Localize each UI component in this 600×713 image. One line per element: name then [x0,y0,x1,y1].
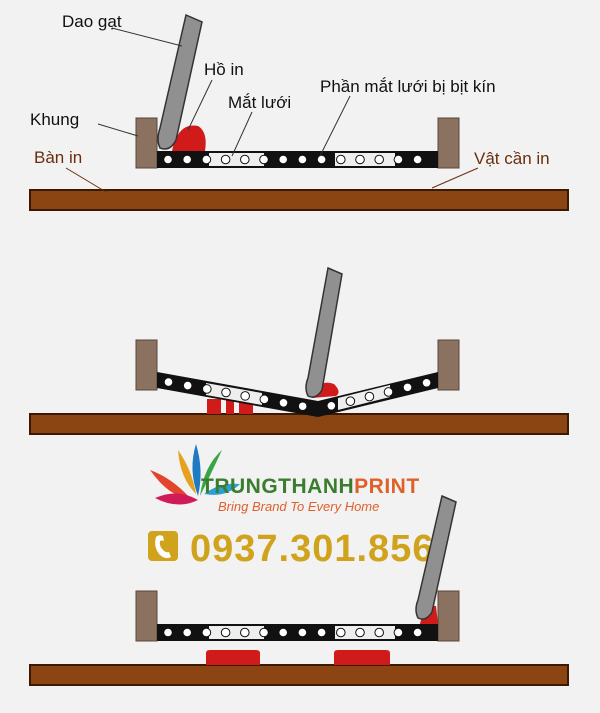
mesh-hole [402,382,413,393]
mesh-hole [182,154,192,165]
mesh-hole [163,154,173,165]
frame-left-2 [135,339,158,391]
mesh-hole [336,154,346,165]
ink-blob-1 [172,125,206,151]
leader-table [65,167,107,193]
mesh-hole [316,154,327,165]
mesh-hole [355,154,365,165]
squeegee-3 [415,494,457,620]
mesh-hole [326,400,337,411]
label-frame: Khung [30,110,79,129]
open-mesh-3a [209,626,264,639]
leader-squeegee [111,27,183,47]
mesh-hole [240,627,250,638]
mesh-hole [316,627,327,638]
mesh-hole [182,627,192,638]
mesh-hole [221,387,231,398]
printed-ink-2a [207,399,221,414]
label-blocked-mesh: Phần mắt lưới bị bịt kín [320,77,496,96]
mesh-hole [383,387,394,397]
leader-substrate [431,167,479,189]
mesh-hole [259,394,270,405]
leader-blocked-mesh [319,95,351,157]
print-table-3 [29,664,569,686]
open-mesh-2-right [338,385,390,410]
brand-logo: TRUNGTHANHPRINT Bring Brand To Every Hom… [148,444,434,570]
leader-ink [187,79,213,131]
mesh-holes-1 [163,154,423,165]
label-substrate: Vật cần in [474,149,550,168]
brand-main: TRUNGTHANH [201,475,354,498]
frame-left-3 [135,590,158,642]
mesh-hole [163,627,173,638]
mesh-hole [374,627,385,638]
mesh-hole [412,627,423,638]
frame-right-3 [437,590,460,642]
frame-left-1 [135,117,158,169]
brand-tagline: Bring Brand To Every Home [218,499,379,514]
mesh-hole [201,627,212,638]
frame-right-1 [437,117,460,169]
label-squeegee: Dao gạt [62,12,122,31]
print-table-2 [29,413,569,435]
mesh-hole [297,154,308,165]
phone-number: 0937.301.856 [190,528,434,570]
printed-ink-2b [226,399,234,414]
mesh-hole [240,391,250,401]
mesh-hole [259,154,269,165]
mesh-hole [345,396,356,406]
stage-1: Dao gạt Hồ in Khung Mắt lưới Phần mắt lư… [29,12,569,211]
mesh-hole [278,627,289,638]
mesh-hole [393,627,404,638]
printed-result-3a [206,650,260,665]
label-mesh: Mắt lưới [228,93,291,112]
squeegee-1 [157,13,203,150]
phone-icon [148,531,178,561]
mesh-hole [297,627,308,638]
label-ink: Hồ in [204,60,244,79]
mesh-hole [259,627,269,638]
mesh-hole [163,377,174,387]
leader-mesh [231,111,253,157]
stage-3 [29,494,569,686]
label-table: Bàn in [34,148,82,167]
mesh-hole [240,154,250,165]
mesh-hole [393,154,404,165]
mesh-hole [374,154,385,165]
squeegee-2 [305,266,343,398]
frame-right-2 [437,339,460,391]
print-table-1 [29,189,569,211]
mesh-hole [220,627,231,638]
mesh-hole [412,154,423,165]
mesh-hole [364,391,375,402]
brand-logo-icon [150,444,240,505]
open-mesh-1a [209,153,264,166]
leader-frame [97,123,139,137]
mesh-hole [336,627,346,638]
brand-name: TRUNGTHANHPRINT [201,475,420,498]
mesh-hole [297,401,308,412]
stage-2 [29,266,569,435]
mesh-holes-3 [163,627,423,638]
mesh-hole [201,154,212,165]
mesh-hole [278,397,289,408]
mesh-hole [278,154,289,165]
printed-result-3b [334,650,390,665]
mesh-hole [220,154,231,165]
brand-accent: PRINT [354,475,420,498]
mesh-hole [202,384,212,394]
mesh-hole [355,627,365,638]
mesh-hole [421,377,432,388]
mesh-holes-2 [163,377,432,412]
mesh-hole [182,380,193,391]
